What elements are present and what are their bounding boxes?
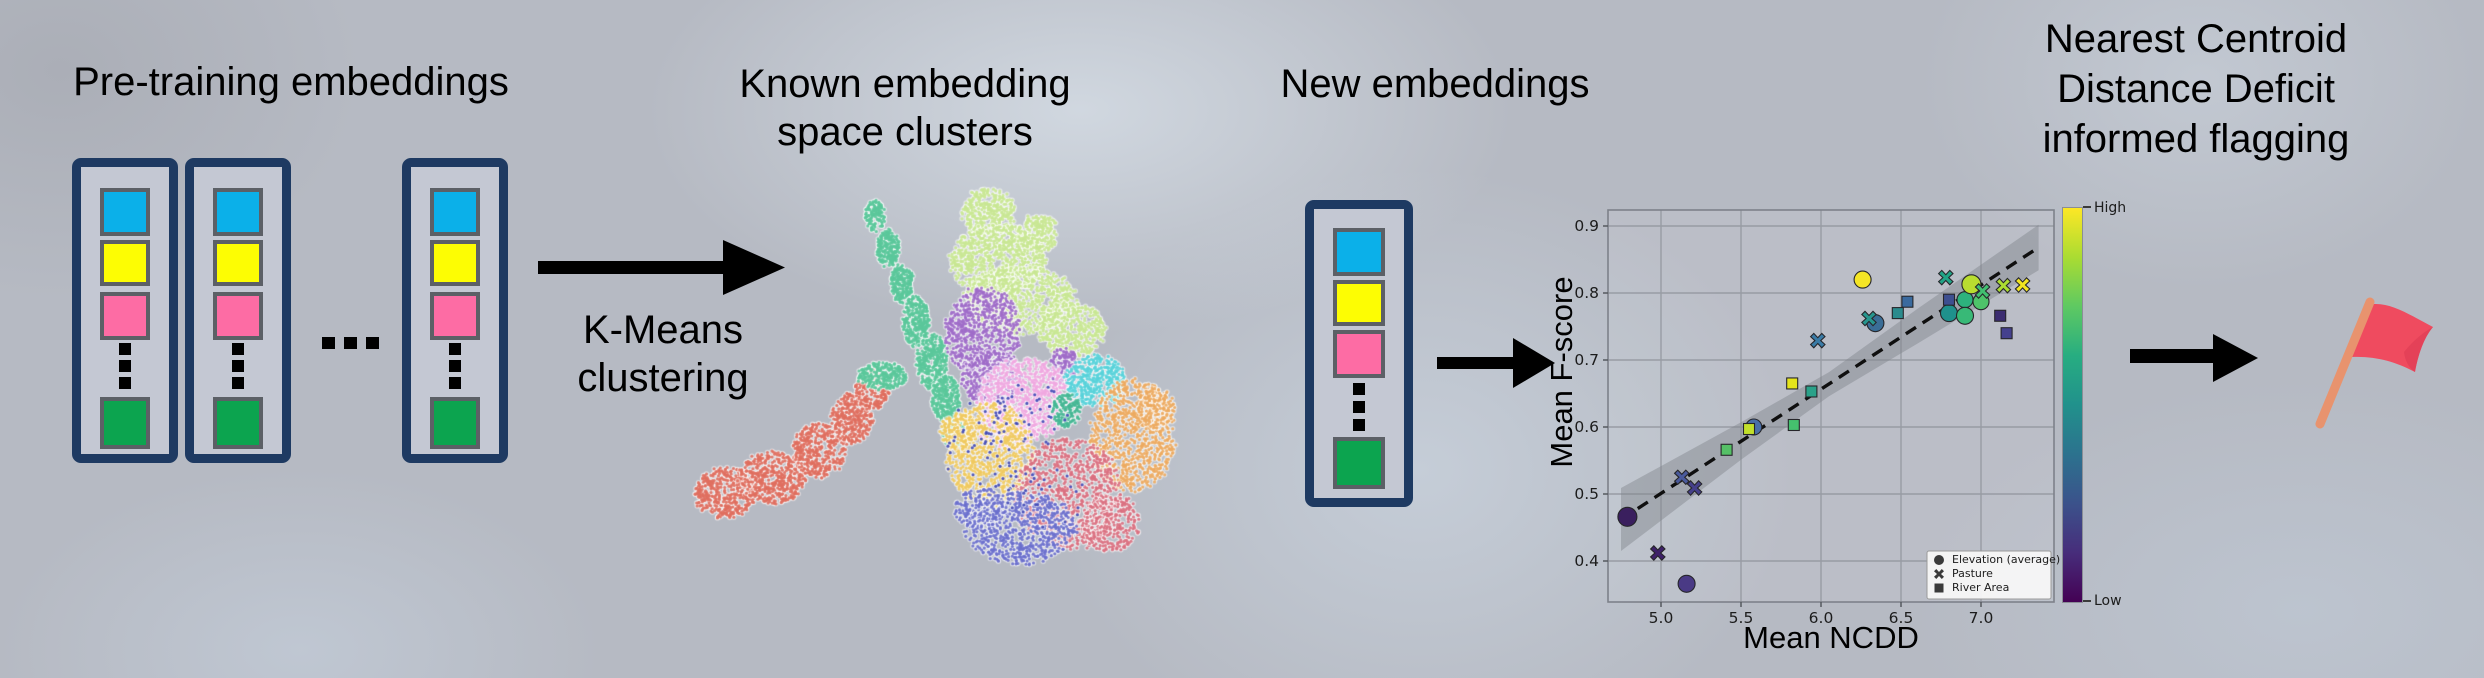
embedding-dash-2 [1353, 401, 1365, 413]
embedding-box-new [1305, 200, 1413, 507]
data-point-circle [1677, 574, 1696, 593]
colorbar-high-tick [2083, 206, 2091, 208]
data-point-square [1994, 309, 2007, 322]
embedding-cell-green [213, 397, 263, 449]
flagging-arrow-icon [2130, 334, 2258, 382]
data-point-x [1937, 269, 1954, 286]
embedding-box-pretrain-1 [72, 158, 178, 463]
ellipsis-dot-1 [322, 337, 335, 349]
data-point-square [1787, 418, 1800, 432]
y-tick-label: 0.8 [1574, 284, 1599, 302]
flagging-title-line2: Distance Deficit [2057, 67, 2335, 111]
new-embeddings-title: New embeddings [1280, 62, 1590, 106]
flagging-title-line1: Nearest Centroid [2044, 17, 2348, 61]
known-clusters-title: Known embedding space clusters [710, 60, 1100, 156]
embedding-cell-green [100, 397, 150, 449]
data-point-x [1686, 480, 1703, 496]
embedding-dash-3 [449, 377, 461, 389]
data-point-circle [1939, 304, 1959, 323]
flagging-title-line3: informed flagging [2042, 117, 2350, 161]
embedding-cell-yellow [430, 240, 480, 286]
embedding-dash-1 [1353, 383, 1365, 395]
trend-line [1620, 246, 2040, 521]
ellipsis-dot-3 [366, 337, 379, 349]
data-point-square [1901, 295, 1914, 308]
embedding-dash-2 [449, 360, 461, 372]
embedding-cell-pink [213, 292, 263, 340]
embedding-cell-pink [100, 292, 150, 340]
data-point-x [1809, 332, 1826, 349]
data-point-square [1805, 385, 1818, 398]
umap-cluster-scatter [690, 178, 1190, 606]
x-tick-label: 7.0 [1969, 609, 1994, 627]
confidence-band [1621, 224, 2039, 551]
embedding-cell-green [1333, 437, 1385, 489]
embedding-cell-pink [430, 292, 480, 340]
known-clusters-title-line1: Known embedding [739, 62, 1071, 106]
embedding-cell-green [430, 397, 480, 449]
data-point-circle [1961, 274, 1982, 295]
ellipsis-dot-2 [344, 337, 357, 349]
embedding-dash-2 [119, 360, 131, 372]
colorbar-low-tick [2083, 600, 2091, 602]
data-point-circle [1955, 306, 1975, 325]
data-point-circle [1853, 270, 1872, 289]
data-point-x [1673, 469, 1690, 486]
data-point-square [1742, 422, 1756, 436]
embedding-dash-3 [1353, 419, 1365, 431]
flagging-title: Nearest Centroid Distance Deficit inform… [2020, 14, 2372, 164]
scatter-xlabel: Mean NCDD [1743, 620, 1919, 655]
embedding-cell-blue [430, 188, 480, 236]
y-tick-label: 0.4 [1574, 552, 1599, 570]
embedding-cell-yellow [213, 240, 263, 286]
data-point-square [1720, 443, 1733, 456]
embedding-cell-blue [1333, 228, 1385, 276]
legend-label: Elevation (average) [1952, 553, 2060, 566]
embedding-cell-blue [213, 188, 263, 236]
legend-label: Pasture [1952, 567, 1993, 580]
data-point-square [1942, 293, 1956, 306]
embedding-dash-1 [449, 343, 461, 355]
embedding-dash-3 [232, 377, 244, 389]
embedding-dash-2 [232, 360, 244, 372]
x-tick-label: 6.0 [1809, 609, 1834, 627]
red-flag-icon [2315, 297, 2433, 429]
pretraining-title: Pre-training embeddings [73, 60, 509, 104]
data-point-circle [1617, 506, 1638, 527]
colorbar-gradient [2062, 207, 2083, 603]
data-point-square [2000, 327, 2013, 340]
colorbar-low-label: Low [2094, 593, 2122, 609]
embedding-dash-1 [119, 343, 131, 355]
scatter-arrow-icon [1437, 338, 1555, 388]
x-tick-label: 6.5 [1889, 609, 1914, 627]
legend-label: River Area [1952, 581, 2009, 594]
x-tick-label: 5.0 [1649, 609, 1674, 627]
y-tick-label: 0.9 [1574, 217, 1599, 235]
y-tick-label: 0.6 [1574, 418, 1599, 436]
x-tick-label: 5.5 [1729, 609, 1754, 627]
embedding-box-pretrain-2 [185, 158, 291, 463]
y-tick-label: 0.7 [1574, 351, 1599, 369]
embedding-cell-yellow [1333, 280, 1385, 326]
known-clusters-title-line2: space clusters [777, 110, 1033, 154]
data-point-x [2014, 277, 2031, 293]
data-point-x [1974, 283, 1991, 299]
data-point-square [1786, 377, 1799, 390]
data-point-square [1891, 307, 1904, 320]
data-point-x [1861, 310, 1877, 327]
embedding-dash-1 [232, 343, 244, 355]
colorbar-high-label: High [2094, 200, 2127, 216]
embedding-cell-pink [1333, 330, 1385, 378]
y-tick-label: 0.5 [1574, 485, 1599, 503]
embedding-dash-3 [119, 377, 131, 389]
embedding-cell-blue [100, 188, 150, 236]
embedding-box-pretrain-3 [402, 158, 508, 463]
data-point-x [1649, 545, 1666, 561]
data-point-x [1995, 277, 2012, 294]
embedding-cell-yellow [100, 240, 150, 286]
